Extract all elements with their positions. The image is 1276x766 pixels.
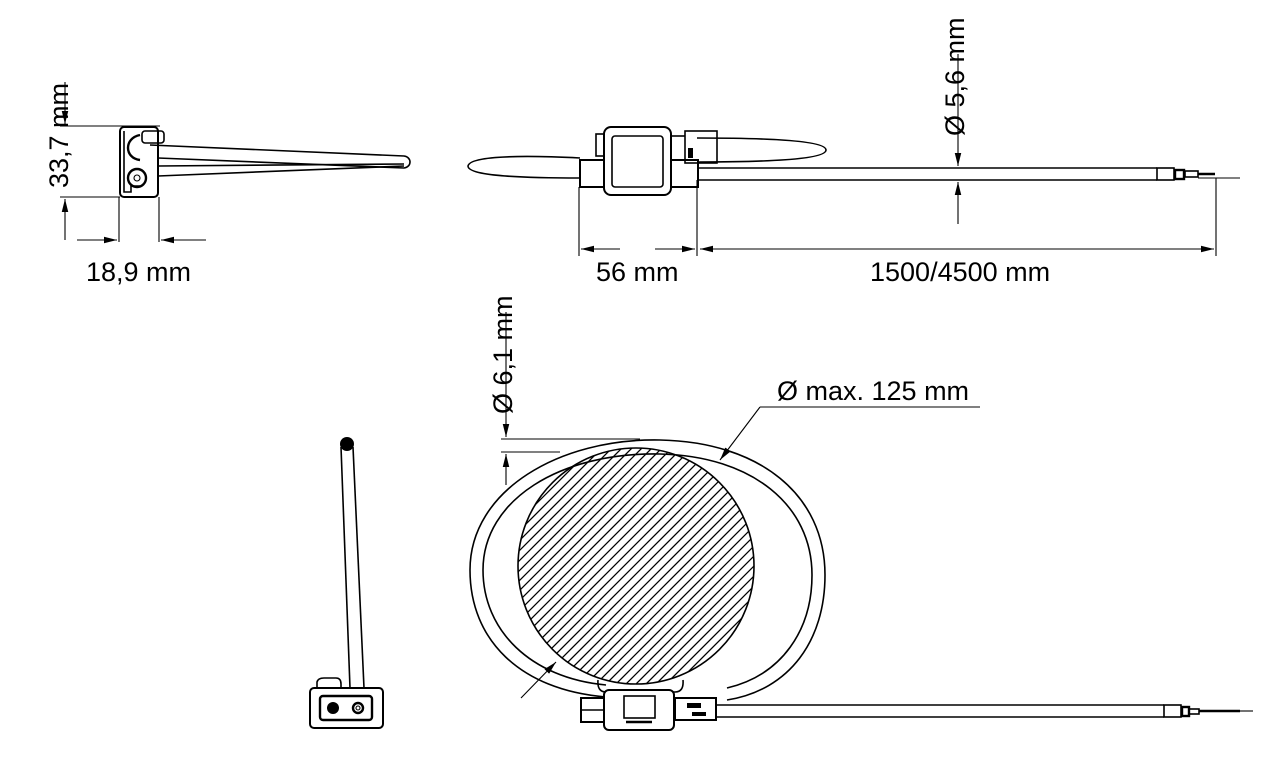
side-view: 33,7 mm 18,9 mm [44, 82, 411, 287]
coil-outer-edge [469, 439, 826, 701]
cable-end-cap [340, 437, 354, 451]
coil-inner-edge [482, 453, 813, 689]
width-label: 18,9 mm [86, 257, 191, 287]
conductor-outline [517, 447, 755, 685]
max-diameter-label: Ø max. 125 mm [777, 376, 969, 406]
connector-housing [309, 687, 384, 729]
cable-end-sleeve [1156, 167, 1175, 181]
cable-loop-right [696, 137, 827, 163]
max-diameter-leader [719, 406, 761, 461]
top-view: Ø 5,6 mm 56 mm 1500/4500 mm [467, 17, 1240, 287]
end-view [309, 437, 384, 729]
cable-loop-side [149, 144, 411, 169]
module-length-label: 56 mm [596, 257, 679, 287]
cable-diameter-label: Ø 5,6 mm [940, 17, 970, 136]
module-body [603, 126, 672, 196]
coil-view: Ø 6,1 mm Ø max. 125 mm [469, 295, 1253, 731]
cable-loop-left [467, 155, 581, 179]
coil-diameter-label: Ø 6,1 mm [488, 295, 518, 414]
module-connector [674, 697, 717, 721]
min-gap-leader [520, 661, 557, 699]
cable-length-label: 1500/4500 mm [870, 257, 1050, 287]
height-label: 33,7 mm [44, 83, 74, 188]
conductor-hatched [518, 448, 754, 684]
